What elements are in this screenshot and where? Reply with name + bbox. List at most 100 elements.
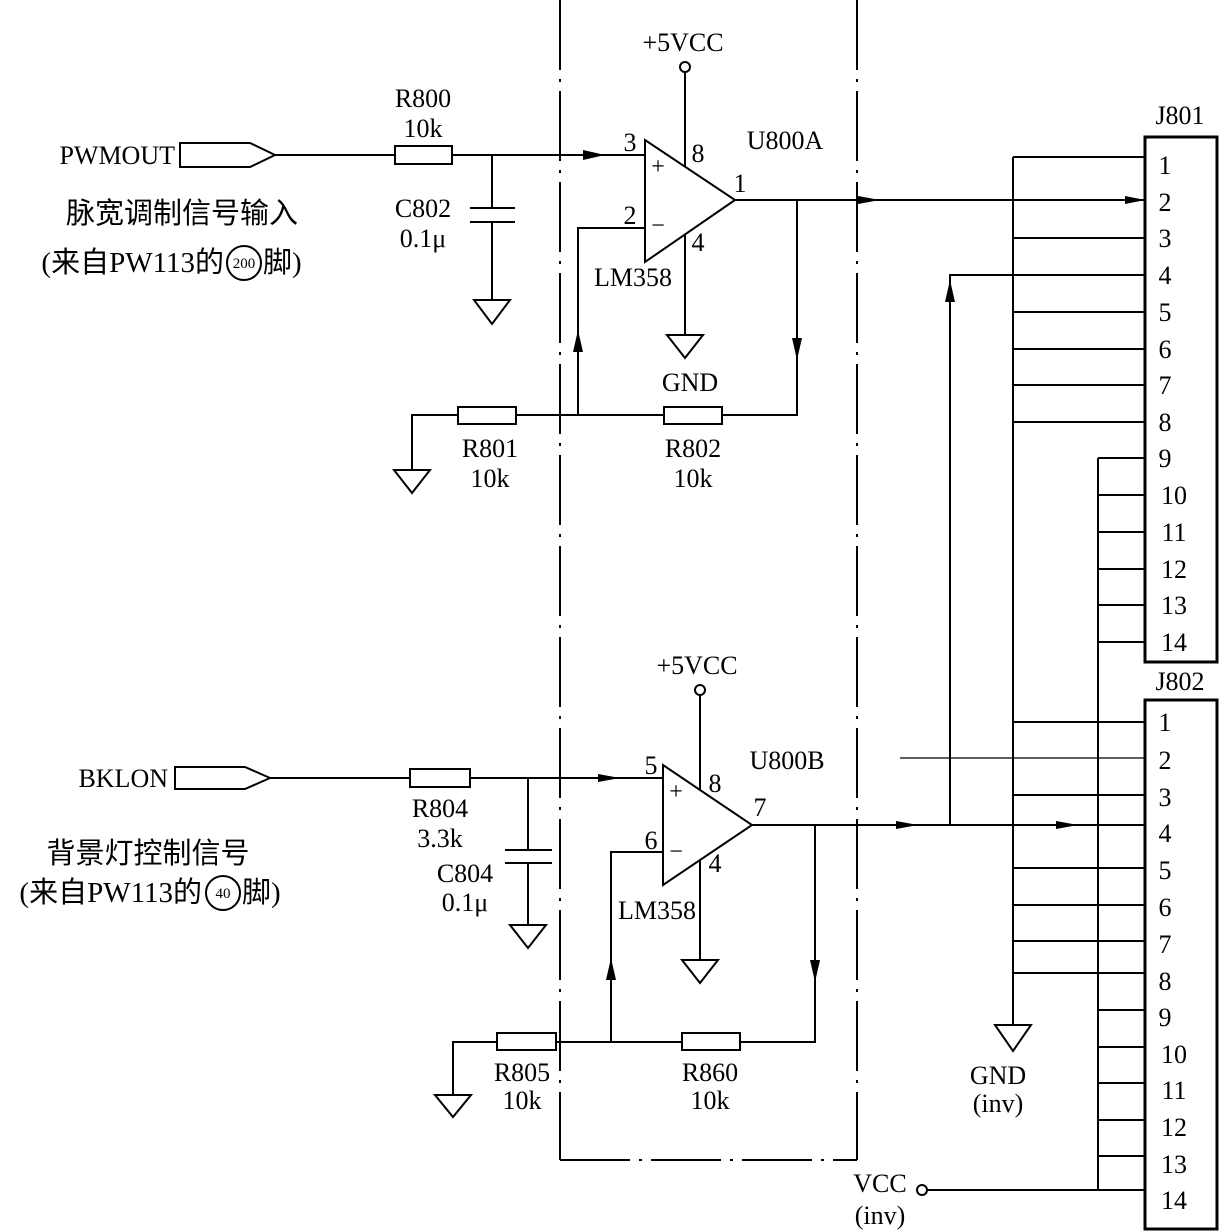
- resistor-r804: [409, 768, 471, 788]
- r804-ref: R804: [412, 794, 468, 823]
- pwm-input-connector-icon: [179, 142, 278, 168]
- signal-arrow-icon: [583, 150, 605, 160]
- ground-icon: [391, 469, 433, 495]
- c804-value: 0.1μ: [442, 888, 488, 917]
- j801-body: [1143, 135, 1219, 664]
- bklon-source-pin-circle: [205, 875, 241, 911]
- ground-icon: [507, 924, 549, 950]
- j802-ref: J802: [1155, 667, 1204, 696]
- pwm-input-wiring: R800 10k C802 0.1μ: [275, 84, 645, 326]
- j802-pin-label: 13: [1161, 1150, 1187, 1179]
- ground-icon: [664, 334, 706, 360]
- wire-u800a-inv-input: [577, 227, 645, 415]
- resistor-r801: [457, 406, 517, 425]
- r860-ref: R860: [682, 1058, 738, 1087]
- r800-ref: R800: [395, 84, 451, 113]
- bklon-input-wiring: R804 3.3k C804 0.1μ: [270, 768, 663, 950]
- r802-value: 10k: [674, 464, 713, 493]
- r805-value: 10k: [503, 1086, 542, 1115]
- signal-arrow-icon: [896, 821, 918, 829]
- u800a-pin-vcc: 8: [692, 139, 705, 168]
- gnd-inv-name: GND: [970, 1061, 1026, 1090]
- j801-pin-label: 1: [1159, 151, 1172, 180]
- j801-pin-label: 13: [1161, 591, 1187, 620]
- j801-pin-label: 4: [1159, 261, 1172, 290]
- signal-arrow-icon: [792, 338, 802, 360]
- ground-icon: [472, 299, 512, 326]
- resistor-r800: [394, 145, 453, 165]
- u800b-output: [752, 274, 1145, 829]
- c802-value: 0.1μ: [400, 224, 446, 253]
- r802-ref: R802: [665, 434, 721, 463]
- r800-value: 10k: [404, 114, 443, 143]
- opamp-u800b: +5VCC + − U800B LM358 8 7 5 6 4: [618, 651, 825, 985]
- board-boundary: [559, 0, 858, 1161]
- wire-u800b-inv-input: [610, 851, 663, 1042]
- bklon-source-pin: 40: [216, 886, 231, 902]
- pwm-input-section: PWMOUT 脉宽调制信号输入 (来自PW113的 200 脚): [41, 141, 302, 281]
- u800b-ref: U800B: [749, 746, 824, 775]
- u800b-plus-sign: +: [669, 779, 683, 805]
- u800b-pin-vcc: 8: [709, 769, 722, 798]
- vcc-inv-name: VCC: [853, 1169, 906, 1198]
- bklon-input-connector-icon: [174, 766, 273, 790]
- j801-pin-label: 7: [1159, 371, 1172, 400]
- inverter-rails: GND (inv) VCC (inv): [853, 157, 1145, 1230]
- vcc-inv-suffix: (inv): [855, 1201, 906, 1230]
- u800a-ground-label: GND: [662, 368, 718, 397]
- u800b-supply-label: +5VCC: [656, 651, 737, 680]
- r804-value: 3.3k: [417, 824, 463, 853]
- signal-arrow-icon: [945, 280, 955, 302]
- j801-pin-label: 14: [1161, 628, 1187, 657]
- c804-ref: C804: [437, 859, 493, 888]
- resistor-r802: [663, 406, 723, 425]
- j801-pin-label: 6: [1159, 335, 1172, 364]
- bklon-source-suffix: 脚): [242, 876, 281, 909]
- bklon-source-prefix: (来自PW113的: [19, 876, 202, 909]
- j802-pin-label: 5: [1159, 856, 1172, 885]
- wire-r860-to-output: [740, 825, 816, 1043]
- u800a-ref: U800A: [747, 126, 824, 155]
- connector-j801: J801 1 2 3 4 5 6 7 8 9 10 11 12 13 14: [1013, 101, 1219, 664]
- pwm-source-pin-circle: [226, 245, 262, 281]
- ground-icon: [432, 1094, 474, 1119]
- bklon-input-section: BKLON 背景灯控制信号 (来自PW113的 40 脚): [19, 764, 281, 911]
- vcc-terminal-icon: [916, 1184, 928, 1196]
- j801-pin-label: 5: [1159, 298, 1172, 327]
- signal-arrow-icon: [598, 774, 620, 782]
- signal-arrow-icon: [858, 196, 880, 204]
- u800b-pin-out: 7: [754, 793, 767, 822]
- j802-pin-label: 8: [1159, 967, 1172, 996]
- opamp-u800a: +5VCC GND + − U800A LM358 8 1 3 2 4: [594, 28, 823, 397]
- signal-arrow-icon: [810, 960, 820, 982]
- u800a-pin-gnd: 4: [692, 228, 705, 257]
- signal-arrow-icon: [573, 330, 583, 352]
- ground-icon: [679, 959, 721, 985]
- u800a-plus-sign: +: [651, 154, 665, 180]
- wire-u800b-to-j801-pin4: [949, 274, 1145, 825]
- c802-ref: C802: [395, 194, 451, 223]
- u800b-minus-sign: −: [669, 839, 683, 865]
- bklon-description: 背景灯控制信号: [46, 837, 249, 870]
- j802-pin-label: 14: [1161, 1186, 1187, 1215]
- signal-arrow-icon: [1125, 196, 1145, 204]
- u800a-minus-sign: −: [651, 213, 665, 239]
- pwm-net-label: PWMOUT: [59, 141, 175, 170]
- j802-pin-label: 9: [1159, 1003, 1172, 1032]
- u800a-part: LM358: [594, 263, 672, 292]
- u800a-pin-noninv: 3: [624, 128, 637, 157]
- j801-pin-label: 10: [1161, 481, 1187, 510]
- r860-value: 10k: [691, 1086, 730, 1115]
- signal-arrow-icon: [606, 958, 616, 980]
- u800b-pin-inv: 6: [645, 826, 658, 855]
- u800a-feedback: R801 10k R802 10k: [391, 200, 802, 495]
- u800a-output: [735, 196, 1145, 204]
- j802-pin-label: 10: [1161, 1040, 1187, 1069]
- j802-pin-label: 4: [1159, 819, 1172, 848]
- u800b-pin-gnd: 4: [709, 849, 722, 878]
- j801-pin-label: 11: [1161, 518, 1186, 547]
- u800a-pin-out: 1: [734, 169, 747, 198]
- connector-j802: J802 1 2 3 4 5 6 7 8 9 10 11 12 13 14: [900, 667, 1219, 1231]
- j801-pin-label: 3: [1159, 224, 1172, 253]
